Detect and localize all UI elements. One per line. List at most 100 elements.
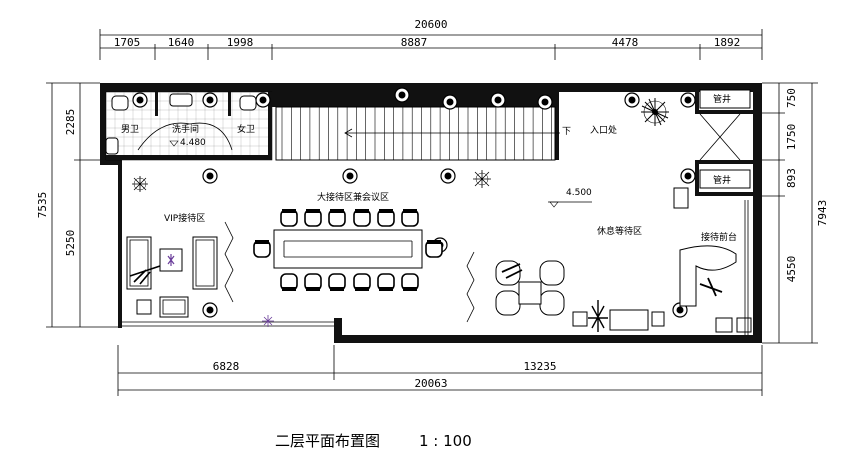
chair-icon [253,240,271,258]
chair-icon [377,209,395,227]
right-dim-3: 893 [785,168,798,188]
vip-lounge: VIP接待区 [126,212,234,318]
right-total-dim: 7943 [816,200,829,227]
exterior-walls [100,83,762,343]
column-icon [202,168,218,184]
shaft-label-2: 管井 [713,174,731,186]
column-icon [680,92,696,108]
column-icon [255,92,271,108]
level-marker-icon [549,201,559,208]
chair-icon [353,273,371,291]
column-icon [132,92,148,108]
drawing-title: 二层平面布置图 [275,432,380,450]
right-dim-2: 1750 [785,124,798,151]
column-icon [202,302,218,318]
top-total-dim: 20600 [414,18,447,31]
plants [132,98,669,327]
side-table-icon [136,299,152,315]
left-total-dim: 7535 [36,192,49,219]
floor-level: 4.500 [566,188,592,198]
plant-icon [132,176,148,192]
chair-icon [304,273,322,291]
drawing-scale: 1 : 100 [419,432,472,450]
left-dimension: 7535 2285 5250 [36,82,120,328]
plant-icon [262,315,274,327]
top-dim-6: 1892 [714,36,741,49]
column-icon [442,94,458,110]
armchair-icon [159,296,189,318]
room-label-reception-desk: 接待前台 [701,231,737,243]
chair-icon [304,209,322,227]
columns [132,87,696,318]
armchair-icon [539,260,565,286]
svg-text:下: 下 [562,127,571,137]
left-dim-1: 2285 [64,109,77,136]
plant-icon [473,170,491,188]
side-table-icon [651,311,665,327]
room-label-vip-lounge: VIP接待区 [164,212,205,224]
meeting-area: 大接待区兼会议区 [253,191,475,323]
right-dim-1: 750 [785,88,798,108]
armchair-icon [495,290,521,316]
column-icon [394,87,410,103]
side-table-icon [736,317,752,333]
column-icon [624,92,640,108]
bottom-dimension: 6828 13235 20063 [117,345,763,396]
bottom-total-dim: 20063 [414,377,447,390]
column-icon [202,92,218,108]
chair-icon [328,209,346,227]
top-dim-2: 1640 [168,36,195,49]
toilet-icon [111,95,129,111]
room-label-wash-room: 洗手间 [172,123,199,135]
side-table-icon [715,317,733,333]
chair-icon [401,273,419,291]
sofa-icon [126,236,152,290]
side-table-icon [572,311,588,327]
chair-icon [280,273,298,291]
chair-icon [328,273,346,291]
column-icon [537,94,553,110]
level-marker-icon [169,140,179,147]
entrance-label: 入口处 [590,124,617,136]
chair-icon [425,240,443,258]
reception-desk-icon [679,245,737,307]
chair-icon [353,209,371,227]
top-dim-3: 1998 [227,36,254,49]
shafts: 管井 管井 [695,84,753,196]
room-label-rest-area: 休息等待区 [597,225,642,237]
top-dim-1: 1705 [114,36,141,49]
right-dim-4: 4550 [785,256,798,283]
urinal-icon [105,137,119,155]
rest-area: 4.500 休息等待区 接待前台 [495,187,752,335]
left-dim-2: 5250 [64,230,77,257]
restroom-level: 4.480 [180,138,206,148]
column-icon [490,92,506,108]
bottom-dim-2: 13235 [523,360,556,373]
room-label-womens-restroom: 女卫 [237,123,255,135]
column-icon [342,168,358,184]
coffee-table-icon [518,281,542,305]
staircase: 下 [272,92,571,161]
column-icon [440,168,456,184]
chair-icon [280,209,298,227]
room-label-mens-restroom: 男卫 [121,124,139,135]
restroom-block: 男卫 洗手间 女卫 4.480 [105,91,273,161]
chair-icon [401,209,419,227]
sink-icon [169,93,193,107]
plant-icon [641,98,669,126]
column-icon [680,168,696,184]
bottom-dim-1: 6828 [213,360,240,373]
right-dimension: 750 1750 893 4550 7943 [762,82,829,344]
shaft-label-1: 管井 [713,93,731,105]
room-label-meeting-area: 大接待区兼会议区 [317,191,389,203]
sofa-icon [609,309,649,331]
sofa-icon [192,236,218,290]
conference-table-icon [273,229,423,269]
top-dim-5: 4478 [612,36,639,49]
cabinet-icon [673,187,689,209]
armchair-icon [539,290,565,316]
toilet-icon [239,95,257,111]
top-dimension: 20600 1705 1640 1998 8887 4478 1892 [99,18,763,60]
top-dim-4: 8887 [401,36,428,49]
